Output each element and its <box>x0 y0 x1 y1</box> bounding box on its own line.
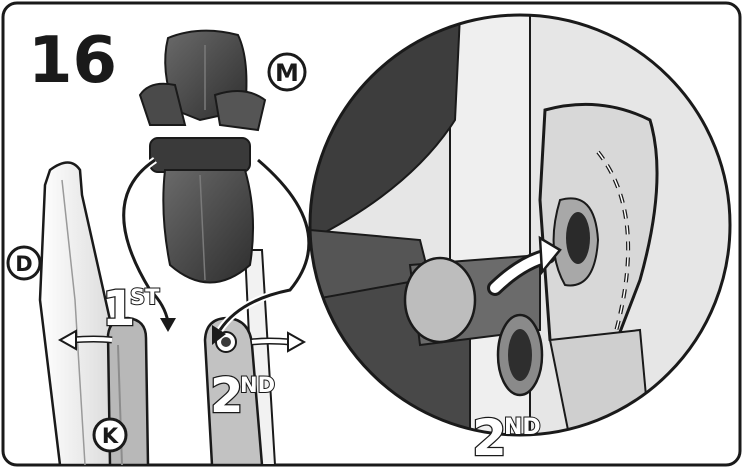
step-number: 16 <box>28 24 117 98</box>
label-d-text: D <box>15 252 32 276</box>
order-second-digit: 2 <box>210 368 243 424</box>
label-k-text: K <box>102 424 119 448</box>
label-m: M <box>269 54 305 90</box>
order-first-suffix: ST <box>130 285 160 309</box>
label-k: K <box>94 419 126 451</box>
order-second-suffix: ND <box>240 373 275 397</box>
order-detail-suffix: ND <box>504 415 541 440</box>
label-m-text: M <box>275 59 299 87</box>
label-d: D <box>8 247 40 279</box>
order-detail-digit: 2 <box>472 409 507 467</box>
detail-magnifier <box>310 15 730 440</box>
